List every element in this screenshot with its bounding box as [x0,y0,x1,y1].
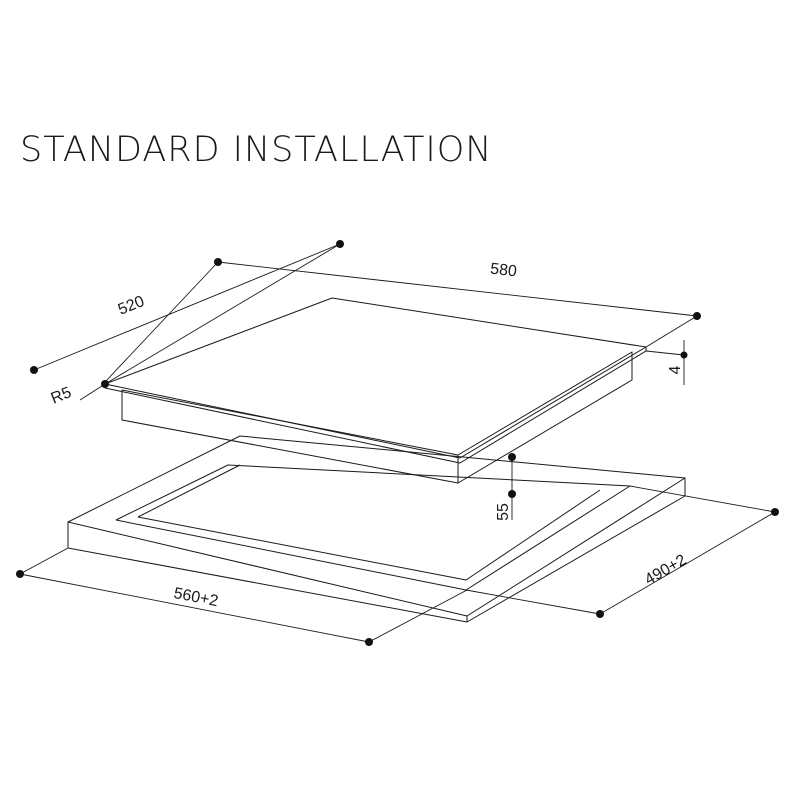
label-490: 490+2 [642,551,690,588]
dim-point [508,490,516,498]
dim-point [101,380,109,388]
dim-point [30,366,38,374]
ext-line-560-right [368,589,468,643]
dim-line-520 [33,243,341,371]
label-r5: R5 [49,384,74,407]
cutout-inner-left-edge [137,464,241,518]
dim-point [596,610,604,618]
dim-point [771,508,779,516]
dim-point [693,312,701,320]
page-title: STANDARD INSTALLATION [20,130,493,170]
ext-line-490-front [465,589,601,615]
hob-unit [104,297,647,484]
label-560: 560+2 [172,585,219,610]
dim-line-490 [599,511,776,615]
dim-point [16,570,24,578]
hob-glass-top [104,297,647,459]
ext-line-580-right [645,315,698,348]
label-580: 580 [489,261,518,281]
dim-line-560 [19,573,370,643]
dim-point [508,453,516,461]
label-4: 4 [667,365,684,374]
dimension-labels: 580 520 R5 4 55 560+2 490+2 [49,261,690,611]
countertop-front-edge [67,478,686,623]
dim-point [365,638,373,646]
hob-glass-edge [104,347,647,464]
countertop-top-outline [67,435,686,617]
countertop-cutout-frame [67,435,686,623]
hob-body-side [457,351,633,484]
ext-line-580-left [104,261,219,383]
dim-point [214,258,222,266]
dimension-points [16,240,779,646]
hob-body-front [121,389,459,484]
ext-line-560-left [19,547,69,575]
label-520: 520 [116,293,147,319]
leader-r5 [79,383,106,401]
ext-line-520-back [104,243,341,385]
dim-point [680,351,688,359]
label-55: 55 [495,503,512,521]
cutout-inner-front-edge [137,489,601,581]
ext-line-490-back [629,485,776,513]
dimension-lines [19,243,776,643]
dim-point [336,240,344,248]
dim-line-580 [217,261,698,317]
ext-line-thickness [645,350,685,356]
